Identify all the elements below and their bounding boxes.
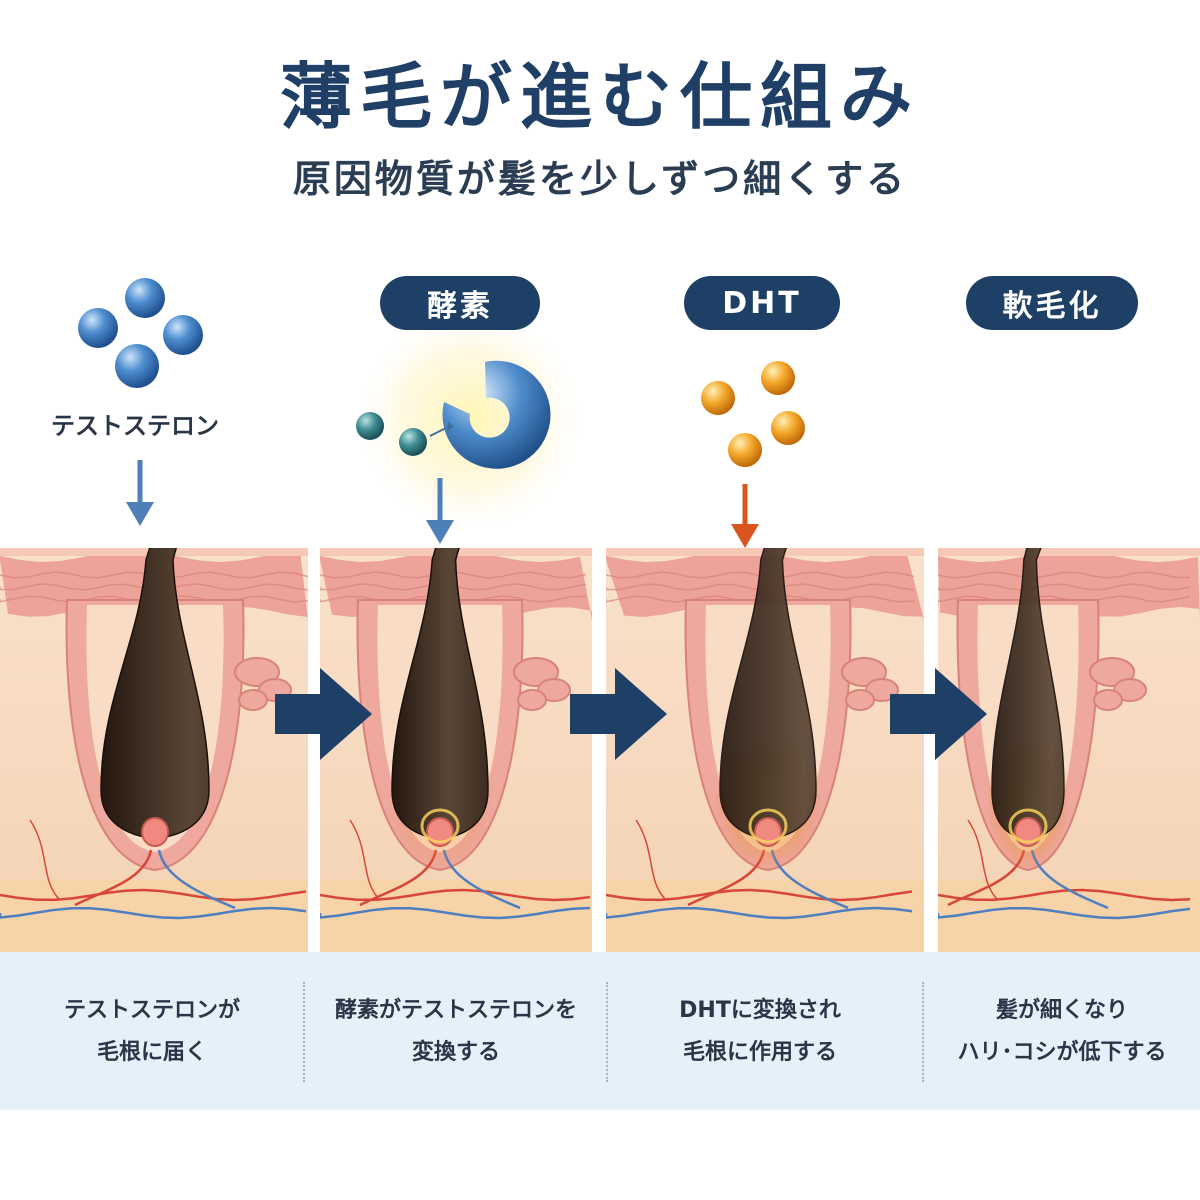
testosterone-small-molecules [356, 412, 454, 456]
caption-line: テストステロンが [63, 998, 240, 1023]
caption-line: 毛根に届く [96, 1040, 207, 1065]
dht-molecules [701, 361, 805, 467]
arrow-down-icon [731, 484, 759, 548]
caption-step-1: テストステロンが 毛根に届く [12, 990, 292, 1074]
testosterone-label: テストステロン [51, 412, 219, 440]
caption-line: 毛根に作用する [682, 1040, 837, 1065]
arrow-right-icon [275, 668, 372, 760]
arrow-down-icon [126, 460, 154, 526]
caption-line: ハリ･コシが低下する [957, 1040, 1167, 1065]
caption-divider [922, 982, 924, 1082]
caption-line: 髪が細くなり [995, 998, 1128, 1023]
skin-panel-1 [0, 548, 308, 952]
stage-label-enzyme: 酵素 [380, 276, 540, 330]
page-title: 薄毛が進む仕組み [279, 55, 920, 139]
testosterone-molecules [78, 278, 203, 388]
enzyme-glow [352, 302, 588, 538]
stage-label-vellus: 軟毛化 [966, 276, 1138, 330]
skin-panel-2 [320, 548, 592, 952]
arrow-right-icon [570, 668, 667, 760]
caption-line: 酵素がテストステロンを [334, 998, 577, 1023]
caption-divider [606, 982, 608, 1082]
caption-line: 変換する [411, 1040, 500, 1065]
caption-step-4: 髪が細くなり ハリ･コシが低下する [922, 990, 1200, 1074]
caption-divider [303, 982, 305, 1082]
stage-label-dht: DHT [684, 276, 840, 330]
caption-line: DHTに変換され [679, 998, 841, 1023]
arrow-down-icon [426, 478, 454, 544]
enzyme-icon [442, 360, 551, 469]
caption-step-3: DHTに変換され 毛根に作用する [620, 990, 900, 1074]
skin-panel-4 [938, 548, 1200, 952]
caption-bar: テストステロンが 毛根に届く 酵素がテストステロンを 変換する DHTに変換され… [0, 952, 1200, 1110]
caption-step-2: 酵素がテストステロンを 変換する [316, 990, 596, 1074]
page-subtitle: 原因物質が髪を少しずつ細くする [292, 157, 908, 201]
skin-panel-3 [606, 548, 924, 952]
arrow-right-icon [890, 668, 987, 760]
